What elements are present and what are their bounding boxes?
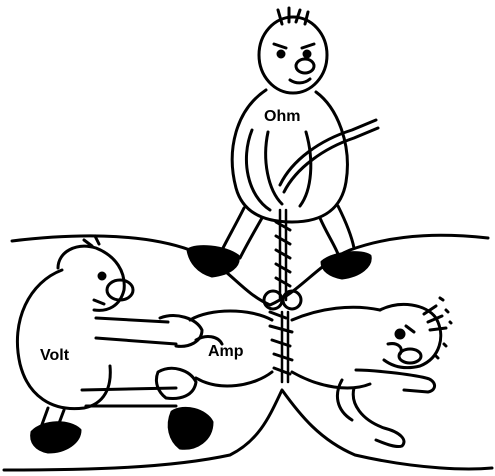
conductor-pipe	[2, 233, 494, 472]
volt-label: Volt	[40, 347, 70, 364]
amp-character	[188, 296, 453, 448]
rope	[262, 118, 380, 384]
ohm-character	[186, 6, 372, 280]
ohm-label: Ohm	[264, 108, 301, 125]
amp-label: Amp	[208, 343, 244, 360]
volt-character	[15, 234, 214, 454]
